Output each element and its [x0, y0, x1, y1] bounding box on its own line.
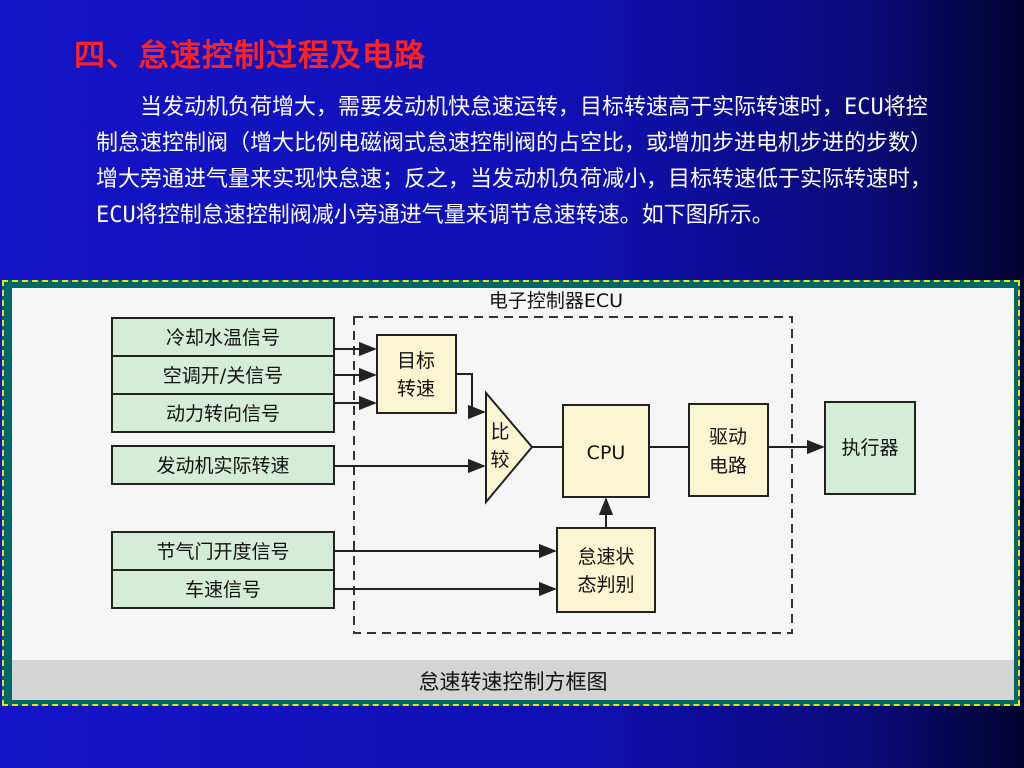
target-speed-label-2: 转速: [397, 378, 435, 400]
engine-speed-label: 发动机实际转速: [156, 455, 289, 477]
comparator-triangle: [485, 390, 534, 505]
comparator-label-1: 比: [490, 421, 509, 443]
caption-bar: 怠速转速控制方框图: [12, 660, 1014, 700]
ac-signal-box: [111, 355, 335, 395]
target-speed-label-1: 目标: [397, 350, 435, 372]
wire-target-to-comparator: [456, 373, 486, 420]
cpu-label: CPU: [587, 442, 626, 464]
idle-judge-label-2: 态判别: [577, 574, 634, 596]
driver-circuit-label-1: 驱动: [709, 426, 747, 448]
slide-title: 四、怠速控制过程及电路: [74, 38, 426, 74]
actuator-label: 执行器: [841, 437, 898, 459]
driver-circuit-label-2: 电路: [709, 455, 747, 477]
comparator-label-2: 较: [490, 449, 509, 471]
vehicle-speed-box: [111, 569, 335, 609]
ecu-boundary: [353, 316, 793, 634]
vehicle-speed-label: 车速信号: [185, 579, 261, 601]
intro-paragraph: 当发动机负荷增大，需要发动机快怠速运转，目标转速高于实际转速时，ECU将控制怠速…: [96, 95, 933, 228]
driver-circuit-box: [688, 403, 769, 497]
ecu-label: 电子控制器ECU: [489, 290, 623, 312]
coolant-signal-box: [111, 317, 335, 357]
ac-signal-label: 空调开/关信号: [163, 365, 283, 387]
engine-speed-box: [111, 445, 335, 485]
steering-signal-label: 动力转向信号: [166, 403, 280, 425]
throttle-signal-label: 节气门开度信号: [156, 541, 289, 563]
idle-judge-box: [556, 527, 656, 613]
target-speed-box: [376, 334, 457, 414]
steering-signal-box: [111, 393, 335, 433]
figure-caption: 怠速转速控制方框图: [418, 670, 608, 694]
idle-judge-label-1: 怠速状: [577, 546, 634, 568]
actuator-box: [824, 401, 916, 495]
coolant-signal-label: 冷却水温信号: [166, 327, 280, 349]
cpu-box: [562, 404, 650, 498]
